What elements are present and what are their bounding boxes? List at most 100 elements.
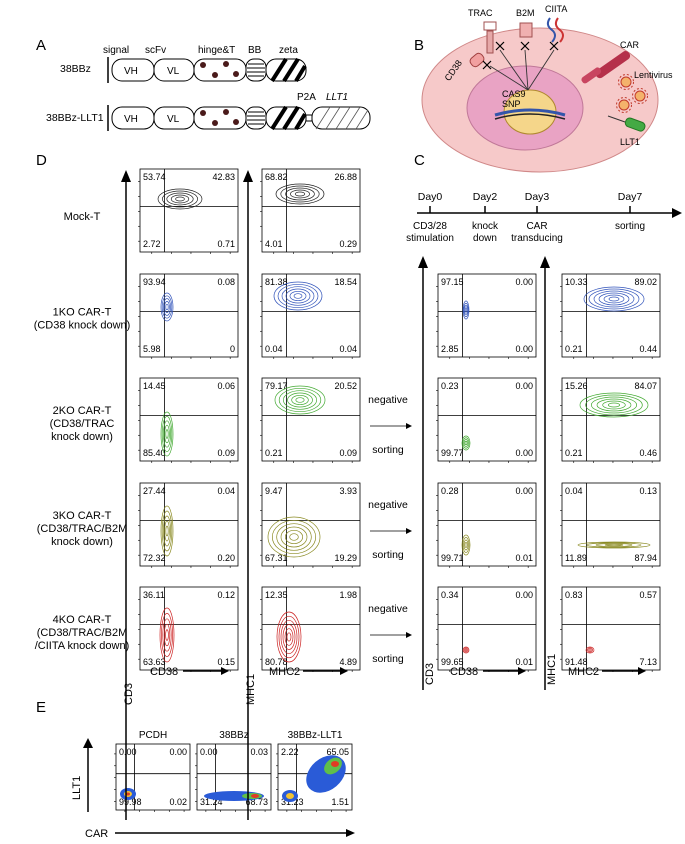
row-label-4-line-2: /CIITA knock down) bbox=[35, 640, 130, 652]
c-mhc-plot-1-q-lr: 0.46 bbox=[639, 448, 657, 458]
d-mhc-plot-1-q-ul: 81.38 bbox=[265, 277, 288, 287]
c-mhc-contour-2 bbox=[577, 541, 651, 549]
d-cd38-plot-0-q-ul: 53.74 bbox=[143, 172, 166, 182]
panel-letter-b: B bbox=[414, 37, 424, 54]
construct-38bbz-llt1-label: 38BBz-LLT1 bbox=[46, 112, 104, 124]
c-mhc-plot-3-q-ur: 0.57 bbox=[639, 590, 657, 600]
c-mhc-plot-1-q-ul: 15.26 bbox=[565, 381, 588, 391]
d-y-axis-label-mhc1: MHC1 bbox=[245, 674, 257, 705]
d-mhc-contour-4 bbox=[276, 611, 302, 663]
e-plot-0-q-ul: 0.00 bbox=[119, 747, 137, 757]
c-mhc-plot-2-q-ur: 0.13 bbox=[639, 486, 657, 496]
ciita-label: CIITA bbox=[545, 4, 567, 14]
e-plot-title-1: 38BBz bbox=[219, 730, 248, 741]
d-mhc-plot-4-q-ur: 1.98 bbox=[339, 590, 357, 600]
d-mhc-contour-1 bbox=[273, 281, 323, 311]
e-plot-title-2: 38BBz-LLT1 bbox=[288, 730, 343, 741]
d-mhc-plot-3-q-lr: 19.29 bbox=[334, 553, 357, 563]
d-cd38-plot-3-q-ul: 27.44 bbox=[143, 486, 166, 496]
header-signal: signal bbox=[103, 45, 129, 56]
d-cd38-plot-0-q-ll: 2.72 bbox=[143, 239, 161, 249]
c-cd38-plot-0-q-ul: 97.15 bbox=[441, 277, 464, 287]
d-mhc-plot-2-q-ll: 0.21 bbox=[265, 448, 283, 458]
d-cd38-plot-4-q-ur: 0.12 bbox=[217, 590, 235, 600]
c-cd38-plot-2-q-lr: 0.01 bbox=[515, 553, 533, 563]
e-density-0 bbox=[120, 788, 136, 800]
e-plot-2-q-ul: 2.22 bbox=[281, 747, 299, 757]
d-cd38-plot-1-q-lr: 0 bbox=[230, 344, 235, 354]
c-cd38-contour-3 bbox=[462, 646, 470, 654]
panel-letter-e: E bbox=[36, 699, 46, 716]
d-mhc-plot-0-q-lr: 0.29 bbox=[339, 239, 357, 249]
d-cd38-plot-2-q-lr: 0.09 bbox=[217, 448, 235, 458]
negative-sorting-label-bottom-2: sorting bbox=[372, 653, 404, 665]
row-label-3-line-2: knock down) bbox=[51, 536, 113, 548]
e-plot-2-q-ur: 65.05 bbox=[326, 747, 349, 757]
d-cd38-plot-3-q-ur: 0.04 bbox=[217, 486, 235, 496]
d-mhc-plot-0-q-ur: 26.88 bbox=[334, 172, 357, 182]
e-plot-1-q-ll: 31.24 bbox=[200, 797, 223, 807]
e-plot-1-q-ul: 0.00 bbox=[200, 747, 218, 757]
d-cd38-plot-3-q-ll: 72.32 bbox=[143, 553, 166, 563]
c-cd38-plot-0-q-lr: 0.00 bbox=[515, 344, 533, 354]
d-mhc-plot-1-q-ur: 18.54 bbox=[334, 277, 357, 287]
b2m-receptor: B2M bbox=[516, 8, 535, 38]
row-label-3-line-0: 3KO CAR-T bbox=[53, 510, 112, 522]
row-label-4-line-1: (CD38/TRAC/B2M bbox=[37, 627, 127, 639]
e-x-axis-label: CAR bbox=[85, 828, 108, 840]
c-y-axis-label-cd3: CD3 bbox=[424, 663, 436, 685]
row-label-4-line-0: 4KO CAR-T bbox=[53, 614, 112, 626]
d-cd38-plot-3: 27.44 0.04 72.32 0.20 bbox=[138, 482, 239, 568]
panel-a: signal scFv hinge&T BB zeta 38BBz 38BBz-… bbox=[46, 45, 371, 131]
negative-sorting-label-top-2: negative bbox=[368, 603, 408, 615]
c-cd38-plot-3-q-lr: 0.01 bbox=[515, 657, 533, 667]
c-mhc-plot-3-q-ll: 91.48 bbox=[565, 657, 588, 667]
row-label-3-line-1: (CD38/TRAC/B2M bbox=[37, 523, 127, 535]
c-cd38-plot-3-q-ll: 99.65 bbox=[441, 657, 464, 667]
d-mhc-plot-3-q-ul: 9.47 bbox=[265, 486, 283, 496]
segment-vh-2: VH bbox=[124, 114, 138, 125]
e-plot-1-q-ur: 0.03 bbox=[250, 747, 268, 757]
d-mhc-plot-0-q-ul: 68.82 bbox=[265, 172, 288, 182]
d-cd38-plot-4-q-lr: 0.15 bbox=[217, 657, 235, 667]
d-cd38-plot-2-q-ll: 85.40 bbox=[143, 448, 166, 458]
c-mhc-contour-3 bbox=[585, 646, 595, 654]
d-cd38-contour-2 bbox=[160, 411, 174, 457]
b2m-label: B2M bbox=[516, 8, 535, 18]
panel-letter-c: C bbox=[414, 152, 425, 169]
negative-sorting-label-bottom-0: sorting bbox=[372, 444, 404, 456]
d-cd38-plot-0-q-ur: 42.83 bbox=[212, 172, 235, 182]
timeline-day-1: Day2 bbox=[473, 191, 498, 203]
timeline-step-0-line-0: CD3/28 bbox=[413, 221, 447, 232]
timeline-day-2: Day3 bbox=[525, 191, 550, 203]
c-cd38-plot-2-q-ll: 99.71 bbox=[441, 553, 464, 563]
c-mhc-contour-0 bbox=[583, 286, 645, 312]
panel-c-axes: CD3 MHC1 CD38 MHC2 bbox=[418, 256, 646, 690]
c-cd38-contour-2 bbox=[461, 534, 471, 556]
d-cd38-plot-4-q-ul: 36.11 bbox=[143, 590, 165, 600]
e-y-axis-label: LLT1 bbox=[71, 776, 83, 800]
e-plot-title-0: PCDH bbox=[139, 730, 167, 741]
header-bb: BB bbox=[248, 45, 262, 56]
c-mhc-plot-2-q-lr: 87.94 bbox=[634, 553, 657, 563]
c-mhc-contour-1 bbox=[579, 392, 649, 418]
llt1-segment-label: LLT1 bbox=[326, 92, 348, 103]
header-hinge: hinge&T bbox=[198, 45, 235, 56]
segment-vh: VH bbox=[124, 66, 138, 77]
d-cd38-plot-3-q-lr: 0.20 bbox=[217, 553, 235, 563]
c-mhc-plot-1-q-ll: 0.21 bbox=[565, 448, 583, 458]
d-cd38-plot-1-q-ul: 93.94 bbox=[143, 277, 166, 287]
c-cd38-contour-1 bbox=[461, 435, 471, 451]
car-label: CAR bbox=[620, 40, 640, 50]
e-plot-2-q-lr: 1.51 bbox=[331, 797, 349, 807]
c-cd38-plot-0-q-ll: 2.85 bbox=[441, 344, 459, 354]
cas9-label: CAS9 bbox=[502, 89, 526, 99]
c-cd38-plot-1-q-ll: 99.77 bbox=[441, 448, 464, 458]
timeline-step-1-line-1: down bbox=[473, 233, 497, 244]
header-scfv: scFv bbox=[145, 45, 166, 56]
negative-sorting-label-top-1: negative bbox=[368, 499, 408, 511]
